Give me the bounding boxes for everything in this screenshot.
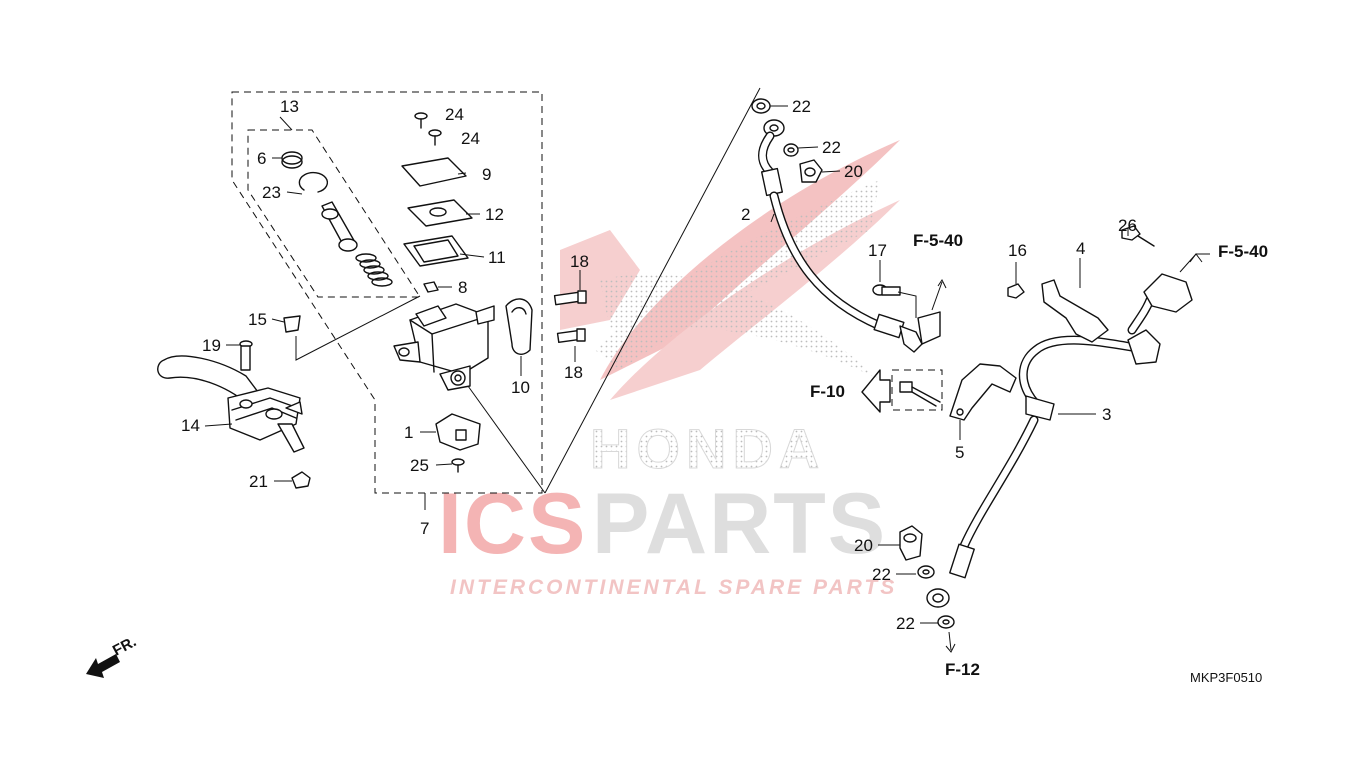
- master-cylinder-holder: [505, 298, 533, 355]
- callout-numbers: 1 2 3 4 5 6 7 8 9 10 11 12 13 14 15 16 1…: [181, 97, 1137, 633]
- callout-4: 4: [1076, 239, 1085, 258]
- callout-20-lower: 20: [854, 536, 873, 555]
- callout-13: 13: [280, 97, 299, 116]
- callout-5: 5: [955, 443, 964, 462]
- piston-assembly: [321, 201, 358, 252]
- callout-1: 1: [404, 423, 413, 442]
- piston-cup: [281, 151, 303, 169]
- float-piece: [423, 281, 439, 293]
- ics-watermark-text: ICS: [438, 476, 587, 572]
- callout-17: 17: [868, 241, 887, 260]
- master-cylinder-body: [393, 303, 495, 391]
- callout-22-a: 22: [792, 97, 811, 116]
- screw-24-lower: [428, 129, 442, 146]
- parts-watermark-text: PARTS: [592, 476, 887, 572]
- callout-15: 15: [248, 310, 267, 329]
- lever-nut: [291, 471, 311, 489]
- screw-24-upper: [414, 112, 428, 129]
- callout-22-c: 22: [872, 565, 891, 584]
- reservoir-cap: [401, 157, 467, 187]
- callout-11: 11: [488, 248, 506, 267]
- circlip: [298, 171, 329, 193]
- callout-3: 3: [1102, 405, 1111, 424]
- sealing-washer-upper-a: [783, 143, 799, 157]
- callout-23: 23: [262, 183, 281, 202]
- bolt-17: [872, 284, 901, 296]
- callout-18-lower: 18: [564, 363, 583, 382]
- lever-pivot-bolt: [239, 340, 253, 371]
- bolt-16: [1007, 283, 1025, 299]
- callout-7: 7: [420, 519, 429, 538]
- bolt-26: [1121, 225, 1155, 247]
- icsparts-watermark: ICS PARTS INTERCONTINENTAL SPARE PARTS: [438, 476, 897, 599]
- upper-brake-hose: [751, 98, 941, 353]
- diaphragm: [403, 235, 469, 267]
- holder-bolt-lower: [556, 328, 586, 344]
- sealing-washer-lower-a: [917, 565, 935, 579]
- callout-24-a: 24: [445, 105, 464, 124]
- callout-22-d: 22: [896, 614, 915, 633]
- holder-bolt-upper: [553, 290, 587, 306]
- master-cylinder-assembly-outline: [231, 91, 543, 510]
- diagram-code: MKP3F0510: [1190, 670, 1262, 685]
- oil-bolt-lower: [899, 525, 923, 561]
- honda-wing-watermark: HONDA: [560, 140, 900, 481]
- f10-arrow: [861, 369, 891, 413]
- callout-10: 10: [511, 378, 530, 397]
- leader-lines: [204, 105, 1129, 624]
- diaphragm-plate: [407, 199, 473, 227]
- callout-19: 19: [202, 336, 221, 355]
- callout-21: 21: [249, 472, 268, 491]
- ref-f-5-40-center: F-5-40: [913, 231, 963, 250]
- brake-lever: [157, 355, 305, 453]
- piston-spring: [355, 253, 393, 287]
- front-direction-arrow-icon: FR.: [86, 633, 139, 678]
- honda-watermark-text: HONDA: [590, 417, 825, 480]
- hose-guide-4: [1041, 279, 1109, 343]
- bracket-bolt: [899, 381, 941, 407]
- callout-25: 25: [410, 456, 429, 475]
- sealing-washer-lower-b: [937, 615, 955, 629]
- callout-26: 26: [1118, 216, 1137, 235]
- ref-f-5-40-right: F-5-40: [1218, 242, 1268, 261]
- pivot-collar: [283, 315, 301, 333]
- brake-light-switch: [435, 413, 481, 451]
- callout-9: 9: [482, 165, 491, 184]
- oil-bolt-upper: [799, 159, 823, 183]
- ref-f-12: F-12: [945, 660, 980, 679]
- callout-14: 14: [181, 416, 200, 435]
- callout-6: 6: [257, 149, 266, 168]
- callout-20-upper: 20: [844, 162, 863, 181]
- callout-16: 16: [1008, 241, 1027, 260]
- switch-screw: [451, 458, 465, 473]
- hose-clamp-bracket: [949, 363, 1017, 421]
- lower-brake-hose: [926, 273, 1193, 608]
- ref-f-10: F-10: [810, 382, 845, 401]
- callout-2: 2: [741, 205, 750, 224]
- callout-22-b: 22: [822, 138, 841, 157]
- callout-8: 8: [458, 278, 467, 297]
- tagline-watermark-text: INTERCONTINENTAL SPARE PARTS: [450, 576, 897, 599]
- callout-18-upper: 18: [570, 252, 589, 271]
- callout-24-b: 24: [461, 129, 480, 148]
- callout-12: 12: [485, 205, 504, 224]
